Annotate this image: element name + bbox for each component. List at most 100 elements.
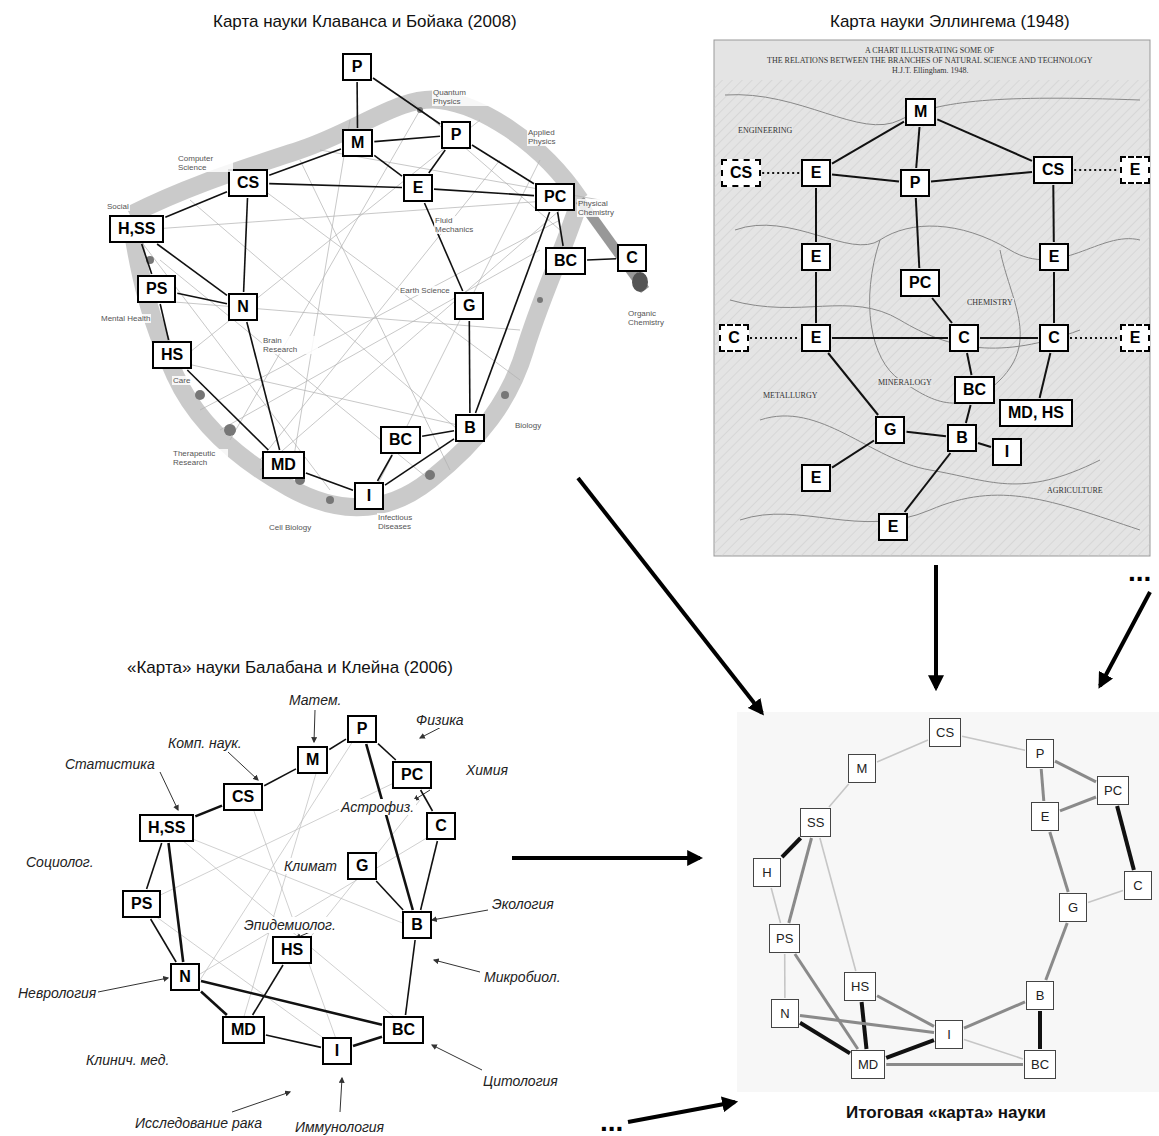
map-box: E [801, 464, 831, 492]
box-label: CS [730, 164, 752, 181]
box-label: E [413, 179, 424, 196]
box-label: E [1130, 161, 1141, 178]
box-label: G [1068, 900, 1078, 915]
connector-line [966, 405, 971, 423]
map-annotation: Infectious Diseases [377, 513, 433, 531]
map-annotation: Social [106, 202, 130, 211]
box-label: B [1036, 988, 1045, 1003]
map-annotation: Biology [514, 421, 542, 430]
map-box: HS [844, 972, 876, 1001]
map-box: E [1120, 156, 1150, 184]
connector-line [160, 304, 168, 340]
box-label: M [306, 751, 319, 768]
box-label: I [367, 487, 371, 504]
box-label: MD, HS [1008, 404, 1064, 421]
map-annotation: Applied Physics [527, 128, 583, 146]
connector-line [967, 353, 972, 375]
connector-line [916, 198, 920, 268]
map-box: M [848, 754, 876, 783]
box-label: CS [232, 788, 254, 805]
map-box: C [1039, 324, 1069, 352]
box-label: P [357, 720, 368, 737]
connector-line [266, 1035, 321, 1047]
box-label: E [1041, 809, 1050, 824]
connector-line [1052, 185, 1055, 242]
connector-line [169, 843, 184, 962]
connector-line [253, 965, 283, 1015]
connector-line [980, 337, 1038, 339]
box-label: MD [231, 1021, 256, 1038]
box-label: C [728, 329, 740, 346]
box-label: I [1005, 443, 1009, 460]
box-label: E [811, 469, 822, 486]
map-box: BC [545, 247, 586, 275]
connector-line [750, 337, 800, 339]
connector-line [1050, 832, 1068, 892]
box-label: I [335, 1042, 339, 1059]
map-box: B [1026, 981, 1054, 1010]
box-label: CS [237, 174, 259, 191]
map-box: G [347, 852, 377, 880]
connector-line [820, 838, 856, 971]
connector-line [1053, 272, 1055, 323]
map-box: C [719, 324, 749, 352]
box-label: B [464, 419, 476, 436]
connector-line [406, 940, 416, 1015]
map-box: M [297, 746, 328, 774]
map-box: CS [228, 169, 268, 197]
map-annotation: AGRICULTURE [1046, 486, 1104, 495]
connector-line [828, 353, 878, 415]
connector-line [434, 189, 534, 196]
box-label: HS [851, 979, 869, 994]
map-box: M [905, 98, 936, 126]
box-label: N [780, 1006, 789, 1021]
map-box: BC [380, 426, 421, 454]
connector-line [476, 212, 550, 413]
connector-line [177, 293, 227, 303]
map-box: E [801, 324, 831, 352]
map-box: G [1059, 893, 1087, 922]
connector-line [187, 370, 268, 450]
flow-arrows [512, 478, 1150, 1122]
map-annotation: Organic Chemistry [627, 309, 683, 327]
map-box: HS [152, 341, 192, 369]
connector-line [1040, 353, 1051, 398]
connector-line [378, 744, 396, 760]
map-annotation: Mental Health [100, 314, 151, 323]
connector-line [964, 1039, 1023, 1059]
ellipsis-mark: ... [600, 1112, 623, 1132]
connector-line [877, 996, 934, 1027]
map-annotation: Cell Biology [268, 523, 312, 532]
box-label: M [351, 134, 364, 151]
connector-line [468, 321, 470, 413]
box-label: M [914, 103, 927, 120]
panel-heading: Карта науки Эллингема (1948) [830, 12, 1070, 32]
box-label: E [811, 164, 822, 181]
connector-line [374, 155, 402, 176]
connector-line [931, 172, 1032, 182]
box-label: C [626, 249, 638, 266]
connector-line [832, 122, 904, 164]
map-box: G [875, 416, 905, 444]
map-box: P [1026, 739, 1054, 768]
map-box: CS [1033, 156, 1073, 184]
connector-line [962, 736, 1025, 750]
map-annotation: Исследование рака [133, 1115, 264, 1131]
map-box: CS [721, 159, 761, 187]
caption: Итоговая «карта» науки [846, 1103, 1046, 1123]
map-annotation: Physical Chemistry [577, 199, 633, 217]
connector-line [373, 78, 440, 124]
map-box: E [1120, 324, 1150, 352]
connector-line [1088, 891, 1123, 903]
map-annotation: Fluid Mechanics [434, 216, 490, 234]
connector-line [1038, 1011, 1042, 1049]
scanned-chart [714, 40, 1150, 556]
map-annotation: Социолог. [24, 854, 96, 870]
map-annotation: Химия [464, 762, 510, 778]
map-box: B [947, 424, 977, 452]
map-annotation: H.J.T. Ellingham. 1948. [891, 66, 970, 75]
panel-heading: Карта науки Клаванса и Бойака (2008) [213, 12, 517, 32]
box-label: H,SS [118, 220, 155, 237]
map-box: MD [851, 1050, 885, 1079]
connector-line [1055, 761, 1096, 782]
